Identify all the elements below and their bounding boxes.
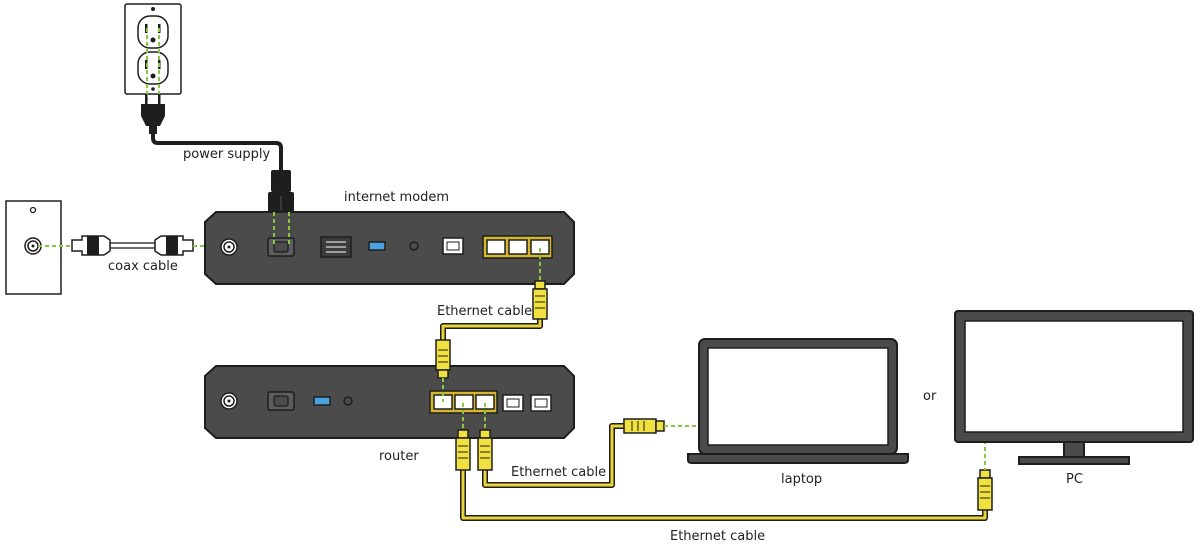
router (204, 365, 575, 439)
router-extra-ports (502, 394, 552, 412)
internet-modem-label: internet modem (344, 190, 449, 205)
coax-cable-label: coax cable (108, 259, 178, 274)
router-usb-port (313, 396, 331, 406)
router-lan-ports (429, 390, 498, 414)
modem-phone-port (442, 237, 464, 255)
router-coax-port (220, 392, 238, 410)
modem-display-panel (320, 236, 352, 258)
ethernet-cable-3-label: Ethernet cable (670, 529, 765, 544)
ethernet-cable-modem-router (435, 280, 548, 379)
router-label: router (379, 449, 419, 464)
or-label: or (923, 389, 937, 404)
modem-coax-port (220, 238, 238, 256)
power-connector (268, 170, 294, 212)
power-cord (151, 133, 283, 172)
modem-reset-button (409, 241, 419, 251)
ethernet-cable-2-label: Ethernet cable (511, 465, 606, 480)
wall-outlet (124, 3, 182, 95)
modem-power-port (267, 237, 295, 257)
internet-modem (204, 211, 575, 285)
router-power-port (267, 391, 295, 411)
pc-label: PC (1066, 472, 1083, 487)
laptop-label: laptop (781, 472, 822, 487)
coax-wall-plate (5, 200, 62, 295)
coax-cable (71, 235, 194, 256)
modem-usb-port (368, 241, 386, 251)
ethernet-cable-router-laptop (477, 418, 665, 488)
ethernet-cable-1-label: Ethernet cable (437, 304, 532, 319)
power-supply-label: power supply (183, 147, 270, 162)
power-plug (141, 94, 165, 134)
router-reset-button (343, 396, 353, 406)
laptop-icon (687, 338, 909, 464)
modem-lan-ports (482, 235, 553, 259)
ethernet-cable-router-pc (455, 429, 993, 521)
pc-monitor-icon (954, 310, 1194, 465)
